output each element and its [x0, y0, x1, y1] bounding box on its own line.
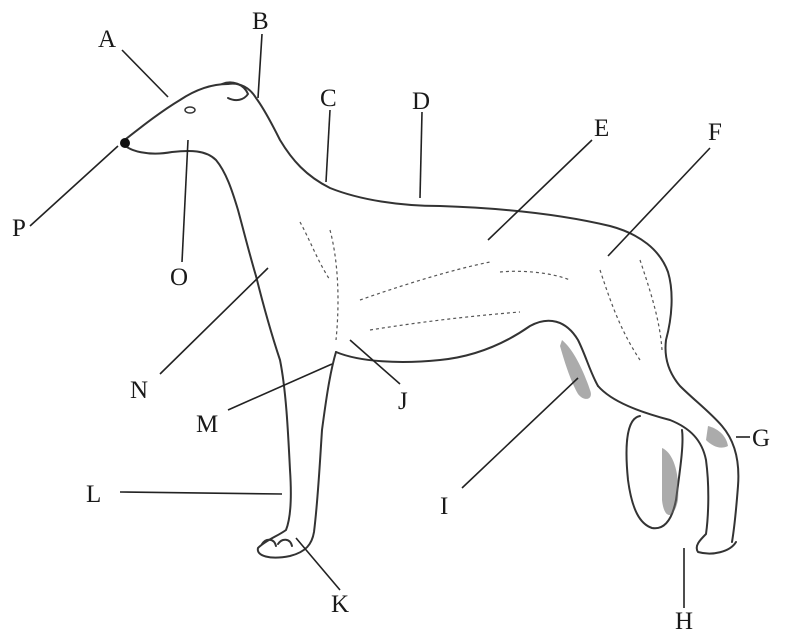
- leader-e: [488, 140, 592, 240]
- labels: A B C D E F G H I J K L M N O P: [12, 8, 770, 635]
- label-j: J: [398, 388, 408, 415]
- leader-c: [326, 110, 330, 182]
- leader-b: [258, 34, 262, 98]
- label-n: N: [130, 377, 148, 404]
- dog-illustration: [120, 82, 738, 557]
- label-p: P: [12, 215, 26, 242]
- label-o: O: [170, 264, 188, 291]
- label-e: E: [594, 115, 609, 142]
- label-h: H: [675, 608, 693, 635]
- leader-a: [122, 50, 168, 97]
- label-g: G: [752, 425, 770, 452]
- label-l: L: [86, 481, 101, 508]
- leader-f: [608, 148, 710, 256]
- leader-k: [296, 538, 340, 590]
- leader-m: [228, 364, 332, 410]
- label-i: I: [440, 493, 448, 520]
- label-k: K: [331, 591, 349, 618]
- label-a: A: [98, 26, 116, 53]
- label-f: F: [708, 119, 722, 146]
- leader-l: [120, 492, 282, 494]
- leader-i: [462, 378, 578, 488]
- nose-mark: [120, 138, 130, 148]
- label-b: B: [252, 8, 269, 35]
- label-c: C: [320, 85, 337, 112]
- label-m: M: [196, 411, 218, 438]
- leader-o: [182, 140, 188, 262]
- leader-d: [420, 112, 422, 198]
- label-d: D: [412, 88, 430, 115]
- leader-p: [30, 146, 118, 226]
